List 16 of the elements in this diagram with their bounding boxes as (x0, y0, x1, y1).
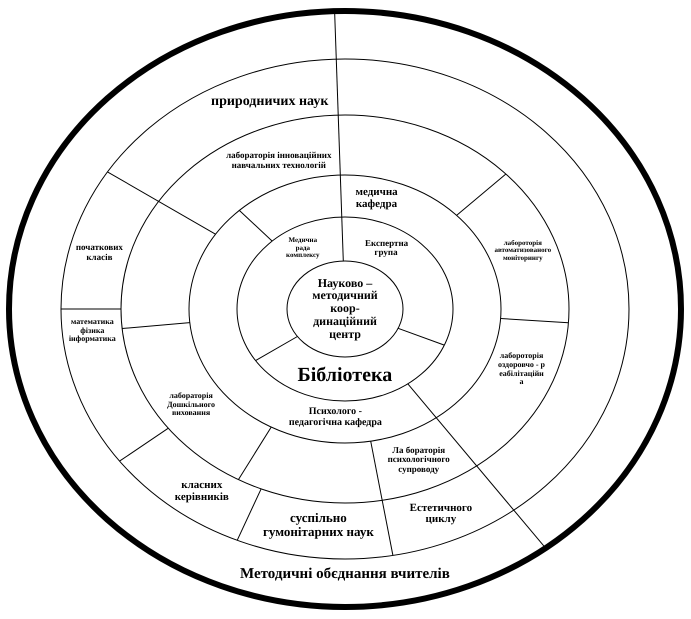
sector-label: Бібліотека (298, 364, 392, 386)
sector-label: суспільно гумонітарних наук (261, 511, 376, 540)
sector-label: лабороторія оздоровчо - р еабілітаційн а (498, 352, 546, 387)
sector-label: природничих наук (211, 94, 328, 110)
sector-label: Експертна група (365, 238, 407, 258)
sector-label: математика фізика інформатика (68, 318, 116, 344)
sector-label: лабораторія Дошкільного виховання (167, 392, 216, 418)
sector-label: початкових класів (75, 242, 124, 262)
sector-label: Методичні обєднання вчителів (240, 566, 450, 582)
center-label: Науково – методичний коор- динаційний центр (312, 276, 378, 342)
sector-label: класних керівників (174, 480, 229, 504)
sector-label: лабораторія інноваційних навчальних технологій (224, 150, 333, 170)
sector-label: Естетичного циклу (408, 502, 474, 526)
sector-label: Ла бораторія психологічного супроводу (386, 446, 452, 475)
sector-label: Психолого - педагогічна кафедра (287, 407, 384, 429)
sector-label: медична кафедра (356, 187, 398, 212)
